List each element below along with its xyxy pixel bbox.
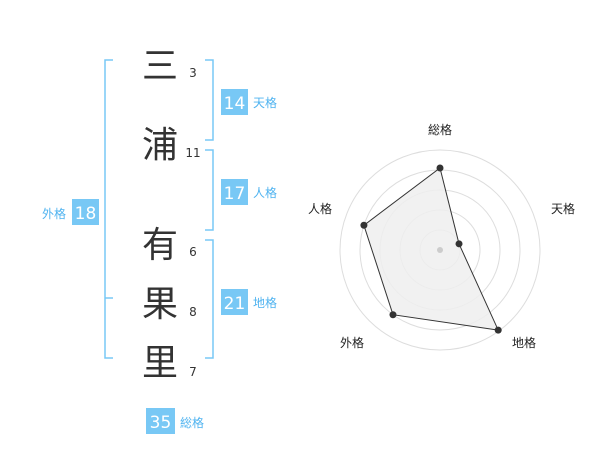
radar-polygon — [363, 167, 500, 331]
stroke-count-5: 7 — [189, 365, 197, 379]
jinkaku-badge-box — [221, 179, 248, 205]
radar-axis-label-1: 総格 — [428, 122, 452, 137]
soukaku-badge: 35 総格 — [146, 408, 204, 434]
name-char-2: 浦 — [142, 125, 178, 166]
stroke-count-4: 8 — [189, 305, 197, 319]
jinkaku-badge: 17 人格 — [221, 179, 277, 205]
tenkaku-badge-box — [221, 89, 248, 115]
soukaku-badge-box — [146, 408, 175, 434]
jinkaku-bracket — [205, 149, 214, 231]
chikaku-badge: 21 地格 — [221, 289, 277, 315]
radar-grid-ring — [339, 149, 541, 351]
name-char-4: 果 — [142, 284, 178, 325]
stroke-counts: 3 11 6 8 7 — [185, 66, 200, 379]
name-char-3: 有 — [142, 225, 178, 266]
gaikaku-bracket — [104, 59, 113, 359]
chikaku-value: 21 — [224, 294, 246, 314]
name-characters: 三 浦 有 果 里 — [142, 46, 178, 384]
fortune-radar-chart: 総格 天格 地格 外格 人格 — [308, 122, 575, 351]
jinkaku-label: 人格 — [253, 185, 277, 200]
gaikaku-value: 18 — [75, 204, 97, 224]
radar-point-3 — [494, 326, 502, 334]
chikaku-label: 地格 — [253, 295, 277, 310]
tenkaku-badge: 14 天格 — [221, 89, 277, 115]
tenkaku-label: 天格 — [253, 95, 277, 110]
radar-point-5 — [360, 221, 368, 229]
name-char-1: 三 — [142, 46, 178, 87]
radar-axis-label-5: 人格 — [308, 201, 332, 216]
radar-axis-label-4: 外格 — [340, 335, 364, 350]
soukaku-label: 総格 — [180, 415, 204, 430]
radar-axis-label-3: 地格 — [512, 335, 536, 350]
radar-axis-label-2: 天格 — [551, 201, 575, 216]
name-char-5: 里 — [142, 343, 178, 384]
gaikaku-badge: 外格 18 — [42, 199, 99, 225]
gaikaku-badge-box — [72, 199, 99, 225]
radar-point-4 — [389, 311, 397, 319]
radar-center-dot — [437, 247, 443, 253]
tenkaku-value: 14 — [224, 94, 246, 114]
gaikaku-label: 外格 — [42, 206, 66, 221]
radar-point-2 — [455, 240, 463, 248]
chikaku-bracket — [205, 239, 214, 359]
stroke-count-1: 3 — [189, 66, 197, 80]
stroke-count-3: 6 — [189, 245, 197, 259]
stroke-count-2: 11 — [185, 146, 200, 160]
tenkaku-bracket — [205, 59, 214, 141]
jinkaku-value: 17 — [224, 184, 246, 204]
radar-point-1 — [436, 164, 444, 172]
chikaku-badge-box — [221, 289, 248, 315]
soukaku-value: 35 — [150, 413, 172, 433]
